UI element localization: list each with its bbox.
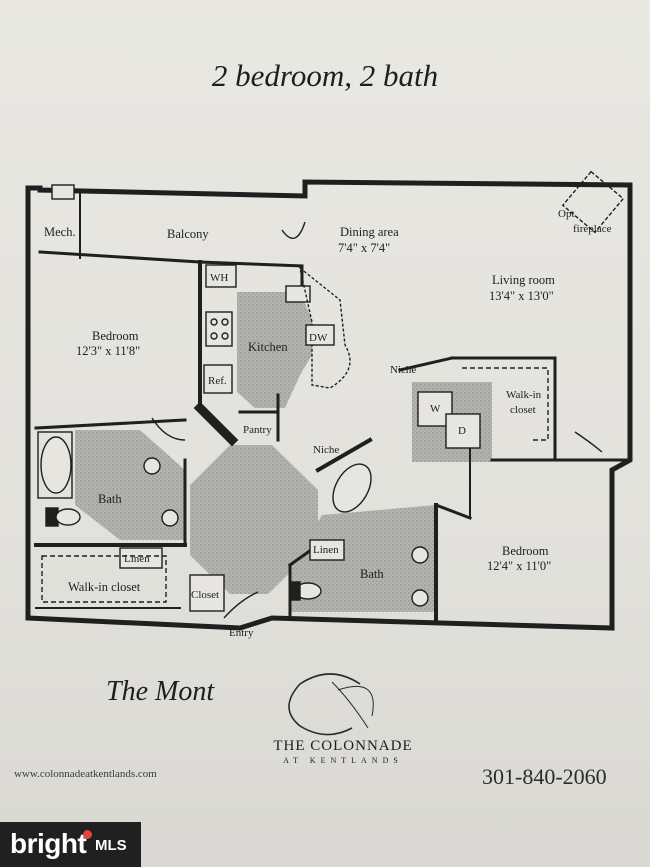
water-heater-icon: [205, 264, 237, 288]
bath1-sink-top-icon: [143, 457, 161, 475]
label-bath1: Bath: [98, 492, 122, 506]
bath2-sink-bottom-icon: [411, 589, 429, 607]
kitchen-floor: [237, 292, 312, 408]
label-balcony: Balcony: [167, 227, 209, 241]
label-living-dim: 13'4" x 13'0": [489, 289, 554, 303]
brand-subtitle: AT KENTLANDS: [283, 756, 403, 765]
walls: [25, 179, 633, 631]
label-fireplace-2: fireplace: [573, 223, 612, 235]
dishwasher-icon: [305, 324, 335, 346]
label-bed1-dim: 12'3" x 11'8": [76, 344, 140, 358]
outer-wall: [25, 179, 633, 631]
closet2-door-swing: [574, 431, 603, 453]
kitchen-sink-icon: [285, 285, 311, 303]
label-linen2: Linen: [313, 544, 339, 556]
dryer-icon: [445, 413, 481, 449]
entry-hall-floor: [190, 445, 318, 594]
bath1-toilet-icon: [55, 508, 81, 526]
bed1-door-swing: [151, 417, 186, 441]
stove-icon: [205, 311, 233, 347]
badge-mls: MLS: [95, 837, 127, 854]
bath2-sink-top-icon: [411, 546, 429, 564]
label-pantry: Pantry: [243, 424, 272, 436]
label-closet: Closet: [191, 589, 219, 601]
label-bed2-dim: 12'4" x 11'0": [487, 559, 551, 573]
label-walkin2-1: Walk-in: [506, 389, 542, 401]
label-linen1: Linen: [124, 553, 150, 565]
label-bed2-name: Bedroom: [502, 544, 549, 558]
label-walkin2-2: closet: [510, 404, 536, 416]
label-ref: Ref.: [208, 375, 227, 387]
badge-brand: bright: [10, 828, 87, 859]
phone-number: 301-840-2060: [482, 764, 607, 789]
label-bed1-name: Bedroom: [92, 329, 139, 343]
room-labels: Mech. Balcony Dining area 7'4" x 7'4" Op…: [44, 208, 612, 639]
balcony-door-swing: [281, 221, 306, 239]
label-niche-upper: Niche: [390, 364, 416, 376]
label-wh: WH: [210, 272, 228, 284]
brand-name: THE COLONNADE: [273, 738, 413, 754]
label-niche-lower: Niche: [313, 444, 339, 456]
linen2-shelf: [309, 539, 345, 561]
mech-chimney-icon: [51, 184, 75, 200]
label-dryer: D: [458, 425, 466, 437]
label-walkin1: Walk-in closet: [68, 580, 141, 594]
label-bath2: Bath: [360, 567, 384, 581]
bath1-floor: [75, 430, 185, 540]
badge-dot-icon: [83, 830, 92, 839]
walkin1-shelf: [41, 555, 167, 603]
bath2-floor: [290, 505, 436, 612]
plan-title: 2 bedroom, 2 bath: [211, 58, 439, 93]
label-dw: DW: [309, 332, 328, 344]
label-living-name: Living room: [492, 273, 555, 287]
model-name: The Mont: [106, 676, 215, 707]
refrigerator-icon: [203, 364, 233, 394]
bathtub2-icon: [332, 463, 372, 513]
label-washer: W: [430, 403, 441, 415]
label-entry: Entry: [229, 627, 254, 639]
kitchen-island-icon: [298, 266, 351, 389]
walkin2-shelf: [462, 367, 549, 441]
label-dining-dim: 7'4" x 7'4": [338, 241, 390, 255]
fixtures: [37, 170, 625, 619]
bright-mls-badge: bright MLS: [0, 822, 141, 867]
bathtub1-icon: [40, 436, 72, 494]
label-dining-name: Dining area: [340, 225, 399, 239]
colonnade-logo-icon: [288, 673, 374, 736]
label-mech: Mech.: [44, 225, 76, 239]
website-url: www.colonnadeatkentlands.com: [14, 768, 157, 780]
label-fireplace-1: Opt.: [558, 208, 578, 220]
entry-door-swing: [223, 591, 259, 619]
label-kitchen: Kitchen: [248, 340, 288, 354]
linen1-shelf: [119, 547, 163, 569]
closet-box: [189, 574, 225, 612]
bath1-sink-bottom-icon: [161, 509, 179, 527]
